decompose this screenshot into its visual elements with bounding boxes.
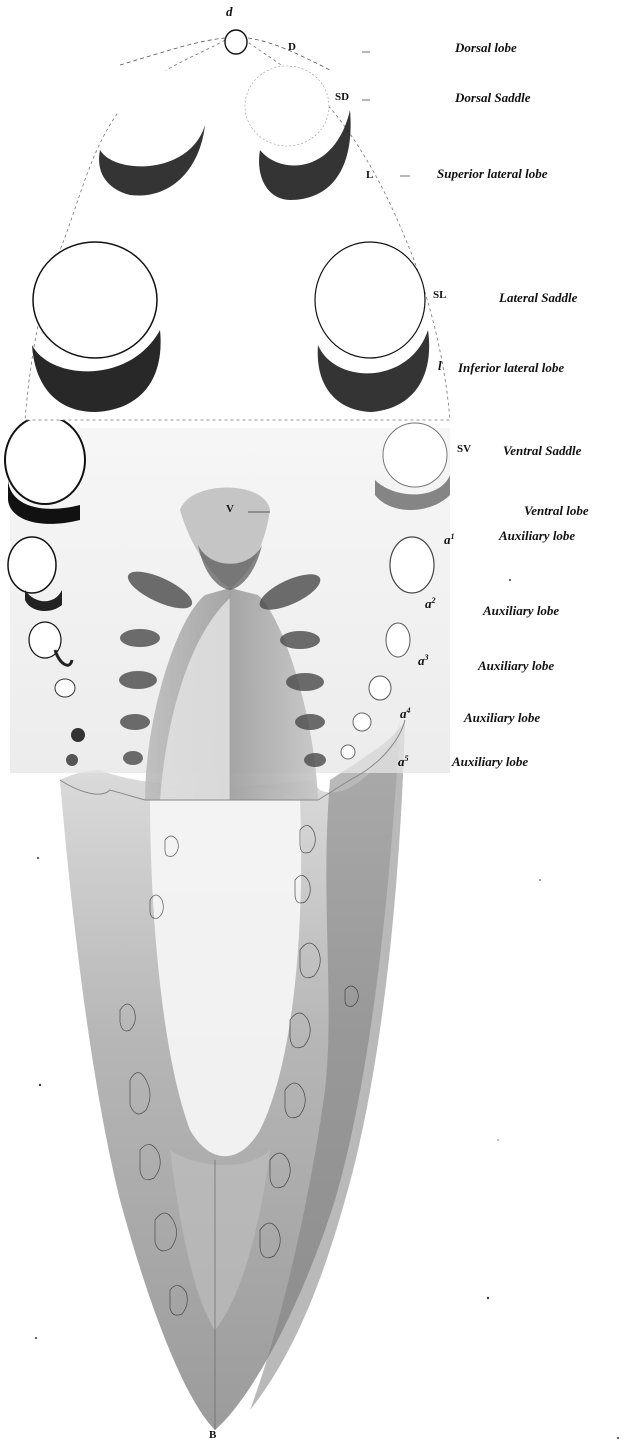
mid-section	[5, 416, 450, 800]
label-ventral-saddle: Ventral Saddle	[503, 443, 582, 458]
marker-dorsal: D	[288, 41, 296, 53]
marker-base: B	[209, 1429, 217, 1441]
upper-section	[25, 30, 450, 420]
label-superior-lateral-lobe: Superior lateral lobe	[437, 166, 548, 181]
labels: Dorsal lobe Dorsal Saddle Superior later…	[437, 40, 589, 769]
label-auxiliary-1: Auxiliary lobe	[498, 528, 575, 543]
label-lateral-saddle: Lateral Saddle	[498, 290, 578, 305]
label-ventral-lobe: Ventral lobe	[524, 503, 589, 518]
marker-superior-lateral: L	[366, 169, 373, 181]
label-auxiliary-2: Auxiliary lobe	[482, 603, 559, 618]
label-inferior-lateral-lobe: Inferior lateral lobe	[457, 360, 564, 375]
dorsal-saddle-right	[245, 66, 329, 146]
marker-inferior-lateral: l	[438, 358, 442, 373]
marker-lateral-saddle: SL	[433, 289, 446, 301]
marker-dorsal-saddle: SD	[335, 91, 349, 103]
marker-siphuncle: d	[226, 4, 233, 19]
shell-body	[60, 720, 405, 1430]
dorsal-saddle-left	[118, 70, 202, 150]
marker-ventral: V	[226, 503, 234, 515]
marker-ventral-saddle: SV	[457, 443, 471, 455]
head-outline	[25, 40, 450, 420]
lateral-saddle-right	[315, 242, 425, 358]
label-auxiliary-4: Auxiliary lobe	[463, 710, 540, 725]
label-dorsal-lobe: Dorsal lobe	[454, 40, 517, 55]
label-dorsal-saddle: Dorsal Saddle	[454, 90, 531, 105]
label-auxiliary-3: Auxiliary lobe	[477, 658, 554, 673]
siphuncle-circle	[225, 30, 247, 54]
lateral-saddle-left	[33, 242, 157, 358]
marker-aux1: a1	[444, 532, 455, 547]
label-auxiliary-5: Auxiliary lobe	[451, 754, 528, 769]
